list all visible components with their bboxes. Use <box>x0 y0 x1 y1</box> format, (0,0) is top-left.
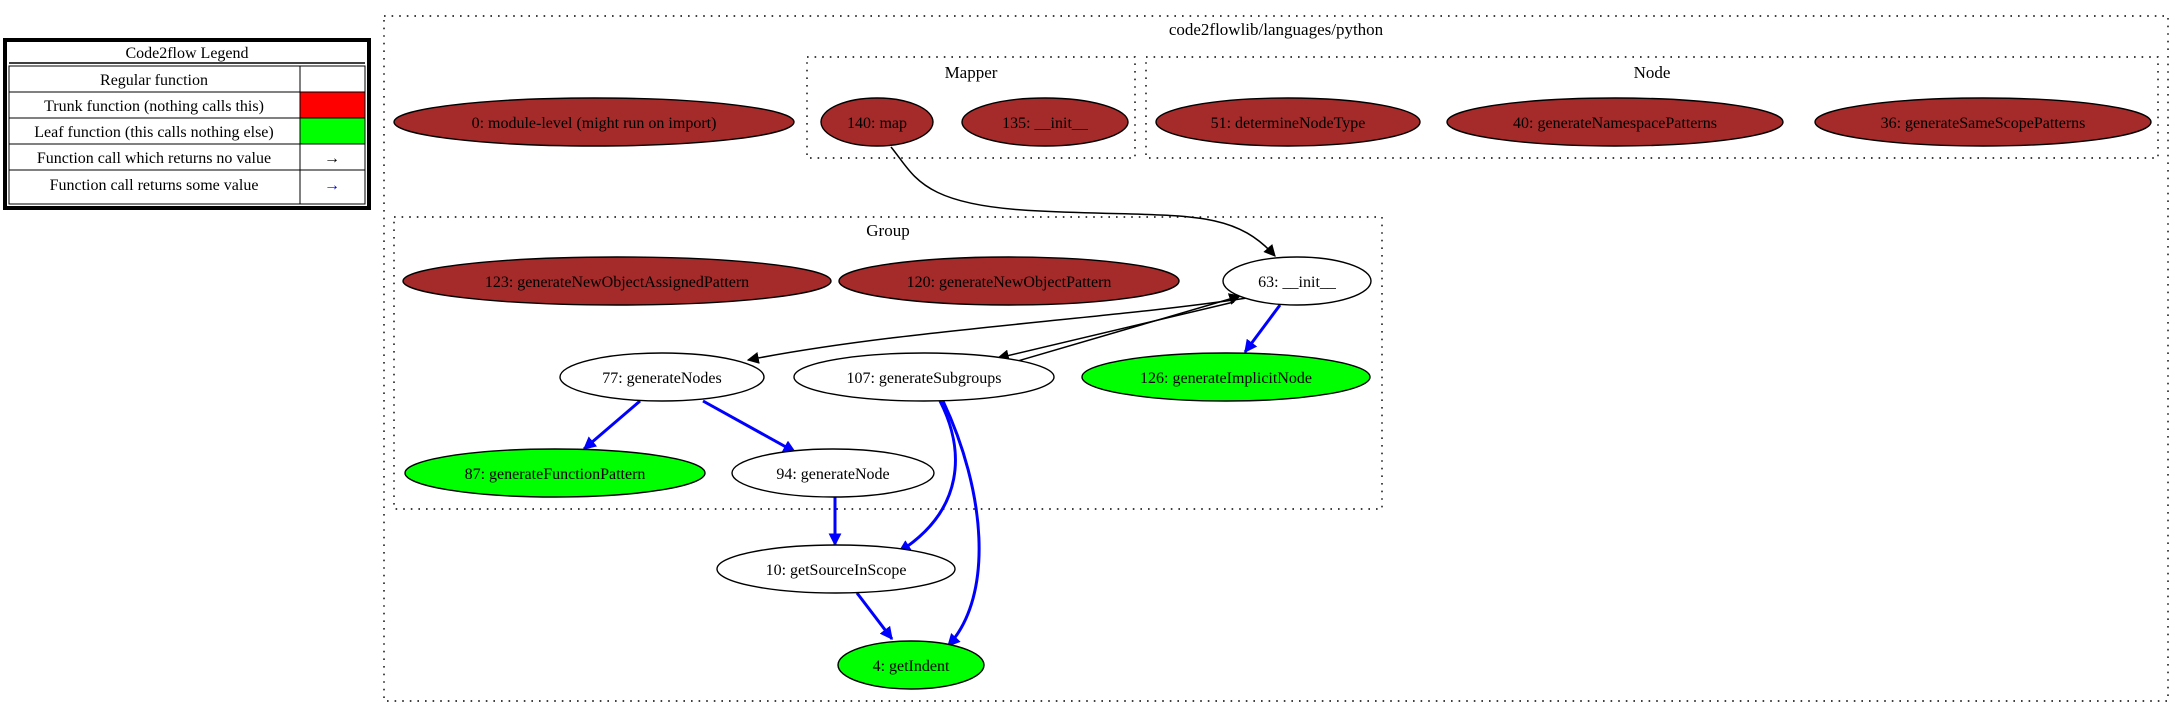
edge-get-source-in-scope-to-get-indent <box>855 592 894 641</box>
node-generate-new-object-assigned-pattern[interactable]: 123: generateNewObjectAssignedPattern <box>402 256 832 306</box>
edge-group-init-to-generate-subgroups <box>996 301 1235 362</box>
legend-label: Regular function <box>100 72 208 89</box>
node-map[interactable]: 140: map <box>820 97 934 147</box>
node-label: 10: getSourceInScope <box>766 562 907 579</box>
node-generate-same-scope-patterns[interactable]: 36: generateSameScopePatterns <box>1814 97 2152 147</box>
node-get-source-in-scope[interactable]: 10: getSourceInScope <box>716 544 956 594</box>
node-label: 120: generateNewObjectPattern <box>907 274 1112 291</box>
node-label: 94: generateNode <box>776 466 889 483</box>
node-label: 51: determineNodeType <box>1211 115 1366 132</box>
legend-arrow-blue-icon: → <box>324 177 340 194</box>
legend-swatch-leaf <box>299 117 366 145</box>
legend-title: Code2flow Legend <box>125 45 248 62</box>
cluster-mapper-label: Mapper <box>945 63 998 82</box>
node-label: 135: __init__ <box>1002 115 1089 132</box>
node-module-level[interactable]: 0: module-level (might run on import) <box>393 97 795 147</box>
cluster-group: Group <box>393 216 1383 510</box>
edge-generate-subgroups-to-get-indent <box>941 400 981 648</box>
legend-row-regular: Regular function <box>8 65 366 93</box>
legend-label: Leaf function (this calls nothing else) <box>34 124 273 141</box>
node-get-indent[interactable]: 4: getIndent <box>837 640 985 690</box>
cluster-root: code2flowlib/languages/python <box>383 15 2169 702</box>
cluster-node: Node <box>1145 56 2159 159</box>
edge-group-init-to-generate-implicit-node <box>1243 304 1282 354</box>
node-label: 123: generateNewObjectAssignedPattern <box>485 274 749 291</box>
node-determine-node-type[interactable]: 51: determineNodeType <box>1155 97 1421 147</box>
node-generate-implicit-node[interactable]: 126: generateImplicitNode <box>1081 352 1371 402</box>
node-generate-function-pattern[interactable]: 87: generateFunctionPattern <box>404 448 706 498</box>
node-generate-subgroups[interactable]: 107: generateSubgroups <box>793 352 1055 402</box>
cluster-mapper: Mapper <box>806 56 1136 159</box>
cluster-root-label: code2flowlib/languages/python <box>1169 20 1384 39</box>
node-label: 87: generateFunctionPattern <box>465 466 646 483</box>
cluster-group-label: Group <box>866 221 909 240</box>
edge-generate-nodes-to-generate-node <box>702 399 797 454</box>
legend-label: Function call which returns no value <box>37 150 271 167</box>
legend-row-leaf: Leaf function (this calls nothing else) <box>8 117 366 145</box>
node-generate-new-object-pattern[interactable]: 120: generateNewObjectPattern <box>838 256 1180 306</box>
edge-generate-nodes-to-generate-function-pattern <box>583 399 641 451</box>
edge-generate-subgroups-to-get-source-in-scope <box>897 400 957 554</box>
legend-label: Function call returns some value <box>50 177 259 194</box>
node-label: 77: generateNodes <box>602 370 722 387</box>
node-label: 0: module-level (might run on import) <box>472 115 717 132</box>
edges <box>583 146 1282 648</box>
legend: Code2flow Legend Regular function Trunk … <box>3 38 371 210</box>
node-generate-namespace-patterns[interactable]: 40: generateNamespacePatterns <box>1446 97 1784 147</box>
edge-generate-subgroups-to-group-init <box>1003 293 1242 366</box>
node-label: 140: map <box>847 115 907 132</box>
node-label: 36: generateSameScopePatterns <box>1881 115 2086 132</box>
node-generate-nodes[interactable]: 77: generateNodes <box>559 352 765 402</box>
node-label: 4: getIndent <box>873 658 950 675</box>
nodes: 0: module-level (might run on import) 14… <box>393 97 2152 690</box>
node-label: 107: generateSubgroups <box>846 370 1001 387</box>
node-label: 40: generateNamespacePatterns <box>1513 115 1717 132</box>
legend-swatch-trunk <box>299 91 366 119</box>
legend-label: Trunk function (nothing calls this) <box>44 98 264 115</box>
node-generate-node[interactable]: 94: generateNode <box>731 448 935 498</box>
node-label: 63: __init__ <box>1258 274 1337 291</box>
node-group-init[interactable]: 63: __init__ <box>1222 256 1372 306</box>
node-label: 126: generateImplicitNode <box>1140 370 1312 387</box>
legend-arrow-black-icon: → <box>324 150 340 167</box>
node-mapper-init[interactable]: 135: __init__ <box>961 97 1129 147</box>
legend-swatch-regular <box>299 65 366 93</box>
cluster-node-label: Node <box>1634 63 1671 82</box>
edge-map-to-group-init <box>890 146 1276 257</box>
legend-row-returns-value: Function call returns some value → <box>8 169 366 205</box>
edge-group-init-to-generate-nodes <box>746 297 1248 364</box>
